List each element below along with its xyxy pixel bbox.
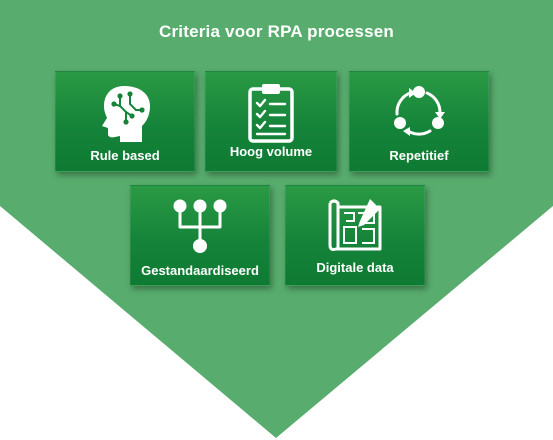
cycle-arrows-icon (350, 80, 488, 144)
merge-tree-icon (131, 194, 269, 258)
clipboard-checklist-icon (206, 80, 336, 144)
card-label: Gestandaardiseerd (141, 263, 259, 278)
card-gestandaardiseerd: Gestandaardiseerd (130, 185, 270, 286)
card-label: Digitale data (316, 260, 394, 275)
card-label: Repetitief (389, 148, 449, 163)
card-hoog-volume: Hoog volume (205, 71, 337, 172)
card-rule-based: Rule based (55, 71, 195, 172)
brain-head-icon (56, 80, 194, 144)
card-repetitief: Repetitief (349, 71, 489, 172)
card-label: Hoog volume (229, 144, 313, 159)
blueprint-pencil-icon (286, 194, 424, 258)
card-label: Rule based (90, 148, 160, 163)
diagram-title: Criteria voor RPA processen (159, 22, 394, 41)
card-digitale-data: Digitale data (285, 185, 425, 286)
